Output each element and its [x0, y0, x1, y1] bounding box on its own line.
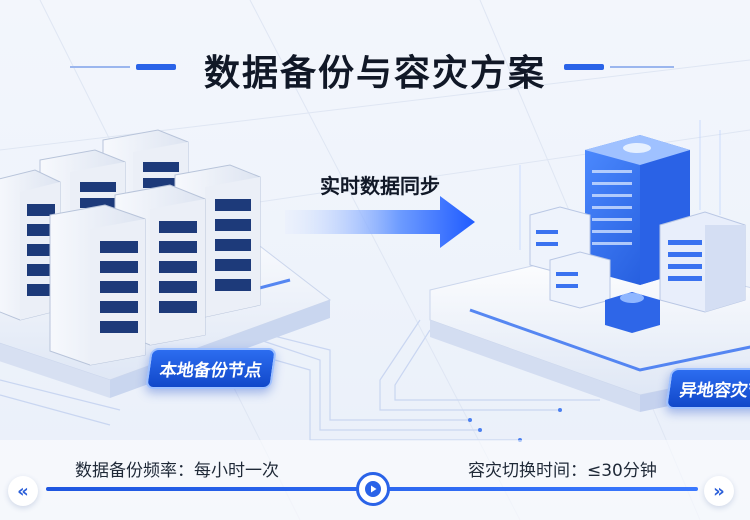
failover-time-text: 容灾切换时间：≤30分钟 [468, 456, 657, 481]
data-center-buildings [520, 120, 745, 333]
page-title: 数据备份与容灾方案 [0, 44, 750, 96]
remote-node-label: 异地容灾节 [665, 368, 750, 409]
next-button[interactable]: » [704, 476, 734, 506]
sync-label: 实时数据同步 [300, 170, 460, 199]
play-button[interactable] [356, 472, 390, 506]
double-chevron-right-icon: » [713, 481, 725, 502]
sync-arrow [285, 196, 475, 248]
double-chevron-left-icon: « [17, 481, 29, 502]
backup-frequency-text: 数据备份频率：每小时一次 [75, 456, 279, 481]
prev-button[interactable]: « [8, 476, 38, 506]
local-node-label: 本地备份节点 [145, 348, 277, 389]
play-icon [365, 481, 381, 497]
